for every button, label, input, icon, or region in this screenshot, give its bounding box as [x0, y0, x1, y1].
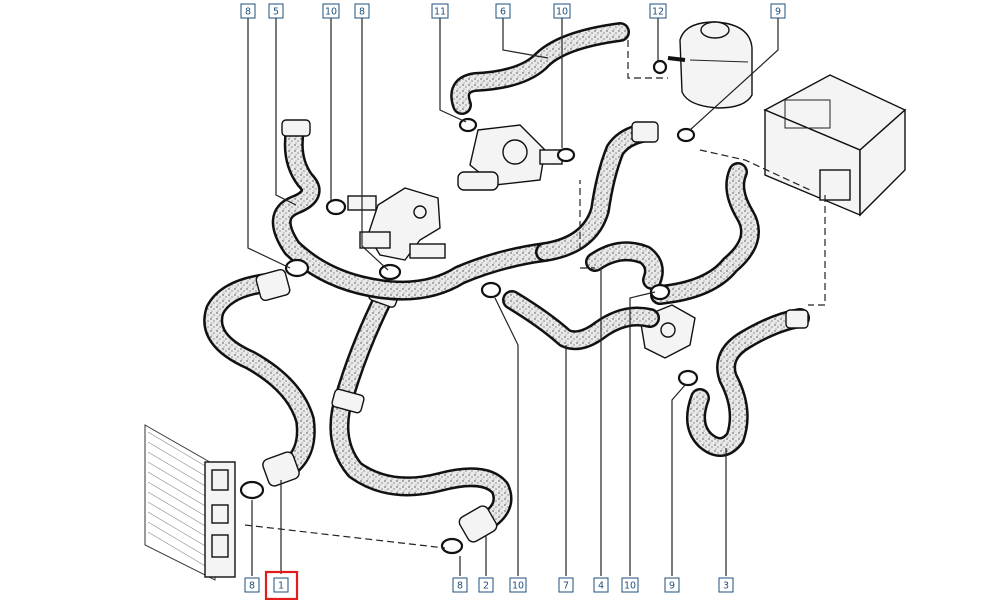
callout-label: 10 — [553, 3, 571, 19]
callout-label: 10 — [509, 577, 527, 593]
clamp — [458, 117, 478, 133]
callout-labels-top: 8 5 10 8 11 6 10 12 9 — [240, 3, 786, 19]
hose-4 — [585, 241, 664, 290]
svg-text:8: 8 — [245, 7, 251, 18]
thermostat-housing — [457, 124, 563, 191]
svg-text:12: 12 — [652, 7, 664, 18]
svg-text:6: 6 — [500, 7, 506, 18]
callout-label: 9 — [664, 577, 680, 593]
callout-label: 9 — [770, 3, 786, 19]
svg-text:5: 5 — [273, 7, 279, 18]
callout-label: 4 — [593, 577, 609, 593]
clamp — [239, 480, 265, 500]
callout-label: 10 — [322, 3, 340, 19]
callout-label: 11 — [431, 3, 449, 19]
callout-label: 12 — [649, 3, 667, 19]
hose-heater-inlet — [535, 121, 659, 262]
svg-text:10: 10 — [325, 7, 337, 18]
heater-core — [763, 74, 907, 217]
callout-label-highlighted: 1 — [264, 570, 299, 600]
hose-1 — [203, 268, 316, 487]
callout-label: 5 — [268, 3, 284, 19]
radiator — [144, 424, 236, 581]
svg-text:10: 10 — [624, 581, 636, 592]
callout-label: 3 — [718, 577, 734, 593]
hose-7 — [502, 290, 660, 351]
clamp — [556, 147, 576, 163]
svg-text:10: 10 — [556, 7, 568, 18]
svg-text:11: 11 — [434, 7, 446, 18]
clamp — [652, 59, 668, 75]
callout-label: 6 — [495, 3, 511, 19]
svg-text:9: 9 — [775, 7, 781, 18]
svg-text:3: 3 — [723, 581, 729, 592]
hose-heater-outlet — [650, 162, 760, 305]
clamp — [325, 198, 347, 216]
svg-text:4: 4 — [598, 581, 604, 592]
callout-label: 2 — [478, 577, 494, 593]
clamp — [676, 127, 696, 143]
callout-label: 8 — [240, 3, 256, 19]
callout-label: 7 — [558, 577, 574, 593]
svg-text:1: 1 — [278, 581, 284, 592]
hose-5 — [271, 119, 555, 301]
hose-2 — [329, 282, 513, 543]
callout-label: 8 — [354, 3, 370, 19]
svg-text:7: 7 — [563, 581, 569, 592]
clamp — [677, 369, 699, 387]
highlight-box — [264, 570, 299, 600]
svg-text:8: 8 — [249, 581, 255, 592]
svg-text:9: 9 — [669, 581, 675, 592]
expansion-tank — [667, 21, 753, 109]
hoses — [203, 22, 810, 543]
clamp — [649, 283, 671, 301]
clamp — [480, 281, 502, 299]
clamp — [440, 537, 464, 555]
svg-text:2: 2 — [483, 581, 489, 592]
callout-label: 8 — [244, 577, 260, 593]
svg-text:8: 8 — [359, 7, 365, 18]
clamp — [378, 263, 402, 281]
leader-lines — [244, 18, 826, 576]
callout-label: 10 — [621, 577, 639, 593]
svg-text:8: 8 — [457, 581, 463, 592]
callout-labels-bottom: 8 1 8 2 10 7 4 10 9 3 — [244, 570, 734, 600]
hose-3 — [686, 308, 810, 457]
clamps — [239, 59, 699, 555]
svg-text:10: 10 — [512, 581, 524, 592]
hose-6 — [450, 22, 630, 115]
callout-label: 8 — [452, 577, 468, 593]
clamp — [284, 258, 310, 278]
